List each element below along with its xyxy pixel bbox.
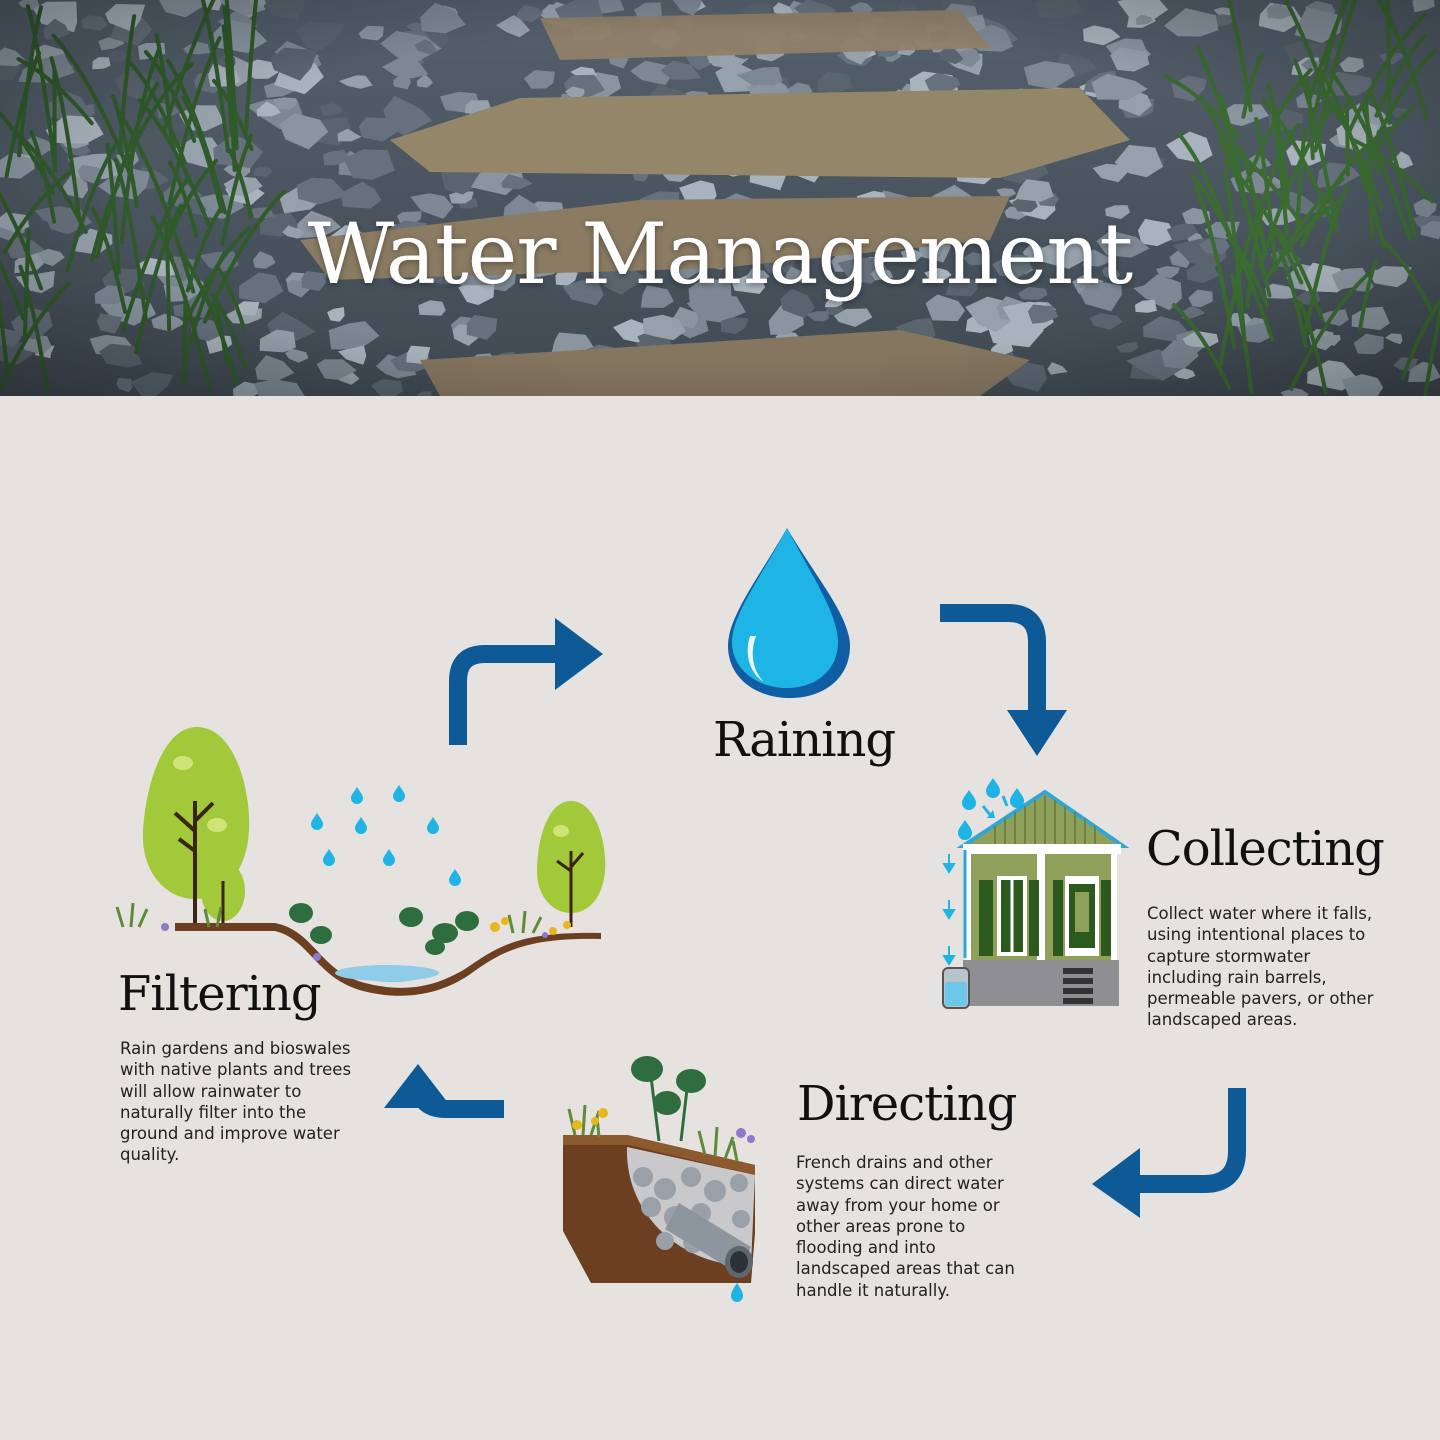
gravel-path-photo: [0, 0, 1440, 396]
arrow-to-directing: [1092, 1088, 1246, 1218]
water-drop-icon: [728, 528, 850, 698]
filtering-description: Rain gardens and bioswales with native p…: [120, 1039, 352, 1165]
arrow-to-raining: [449, 618, 603, 745]
arrow-to-filtering: [384, 1064, 504, 1118]
hero-banner: Water Management: [0, 0, 1440, 396]
collecting-description: Collect water where it falls, using inte…: [1147, 904, 1374, 1030]
house-with-rain-barrel-icon: [942, 778, 1130, 1009]
cycle-arrows: [384, 604, 1246, 1218]
filtering-title: Filtering: [118, 966, 322, 1022]
rain-garden-icon: [115, 727, 606, 996]
water-cycle-diagram: Raining: [0, 396, 1440, 1440]
directing-description: French drains and other systems can dire…: [796, 1153, 1015, 1300]
arrow-to-collecting: [940, 604, 1067, 756]
collecting-title: Collecting: [1146, 821, 1385, 877]
raining-title: Raining: [713, 712, 896, 768]
directing-title: Directing: [797, 1076, 1017, 1132]
page-title: Water Management: [307, 205, 1133, 303]
french-drain-icon: [563, 1056, 755, 1302]
